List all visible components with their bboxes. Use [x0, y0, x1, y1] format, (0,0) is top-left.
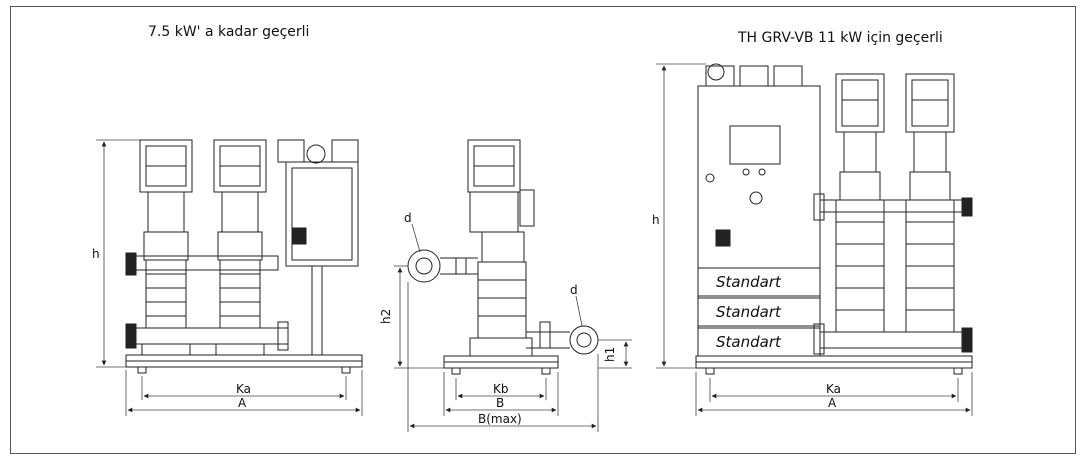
right-caption: TH GRV-VB 11 kW için geçerli — [738, 30, 943, 46]
right-pump-assembly — [695, 63, 973, 375]
middle-pump-side-view — [407, 139, 599, 375]
mid-h1-label: h1 — [603, 347, 617, 362]
drawing-frame — [10, 6, 1076, 454]
right-dimensions — [656, 63, 973, 416]
mid-b-label: B — [496, 396, 504, 410]
middle-dimensions — [394, 223, 632, 432]
brand-logo-2: Standart — [716, 303, 782, 321]
left-a-label: A — [238, 396, 247, 410]
left-h-label: h — [92, 247, 100, 261]
left-ka-label: Ka — [236, 382, 251, 396]
left-dimensions — [96, 139, 363, 416]
left-pump-assembly — [125, 139, 363, 374]
mid-h2-label: h2 — [379, 309, 393, 324]
left-caption: 7.5 kW' a kadar geçerli — [148, 24, 310, 40]
brand-logo-3: Standart — [716, 333, 782, 351]
mid-d-label-2: d — [570, 283, 578, 297]
mid-d-label-1: d — [404, 211, 412, 225]
right-a-label: A — [828, 396, 837, 410]
brand-logo-1: Standart — [716, 273, 782, 291]
mid-kb-label: Kb — [493, 382, 509, 396]
right-ka-label: Ka — [826, 382, 841, 396]
right-h-label: h — [652, 213, 660, 227]
mid-bmax-label: B(max) — [478, 412, 522, 426]
